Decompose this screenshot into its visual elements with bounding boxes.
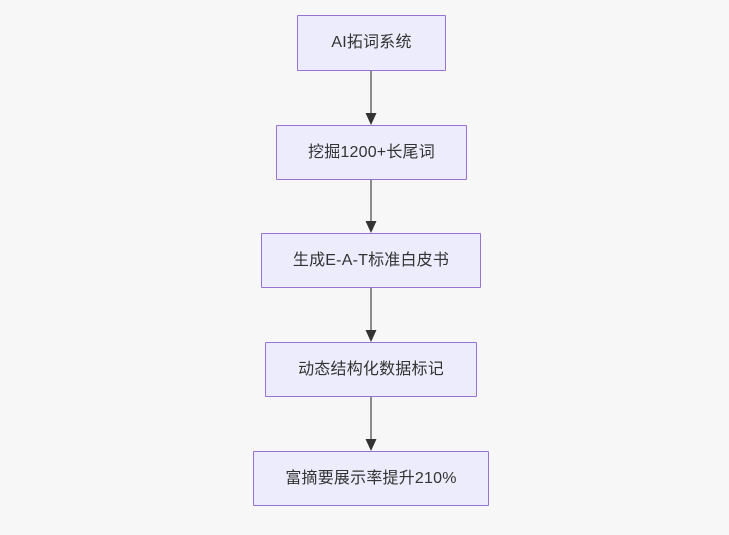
flowchart-node-rich-snippet-rate-increase[interactable]: 富摘要展示率提升210%	[253, 451, 489, 506]
edge-n3-n4	[365, 288, 377, 342]
flowchart-node-ai-keyword-system[interactable]: AI拓词系统	[297, 15, 446, 71]
node-label: AI拓词系统	[331, 34, 412, 52]
arrowhead-icon-n4-n5	[365, 439, 377, 451]
node-label: 挖掘1200+长尾词	[308, 143, 435, 161]
flowchart-node-mine-longtail-keywords[interactable]: 挖掘1200+长尾词	[276, 125, 467, 180]
edge-n1-n2	[365, 71, 377, 125]
arrowhead-icon-n2-n3	[365, 221, 377, 233]
node-label: 动态结构化数据标记	[298, 360, 444, 378]
arrowhead-icon-n1-n2	[365, 113, 377, 125]
edge-n4-n5	[365, 397, 377, 451]
flowchart-node-generate-eat-whitepaper[interactable]: 生成E-A-T标准白皮书	[261, 233, 481, 288]
arrowhead-icon-n3-n4	[365, 330, 377, 342]
node-label: 生成E-A-T标准白皮书	[292, 251, 450, 269]
flowchart-node-dynamic-structured-data-markup[interactable]: 动态结构化数据标记	[265, 342, 477, 397]
edge-n2-n3	[365, 180, 377, 233]
node-label: 富摘要展示率提升210%	[285, 469, 457, 487]
